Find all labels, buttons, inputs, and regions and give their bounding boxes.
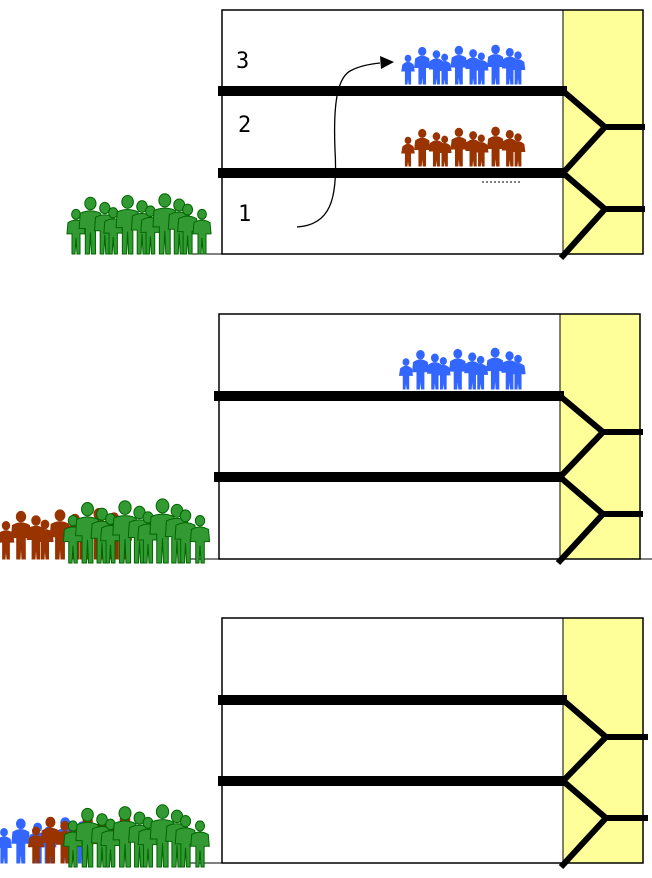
person-icon (474, 134, 489, 167)
panel-1: 3 2 1 (66, 9, 645, 261)
stair-flight-middle (558, 124, 645, 212)
person-icon (487, 126, 505, 167)
person-icon (414, 46, 431, 85)
crowd-blue (401, 44, 526, 85)
stair-flight-middle (558, 734, 648, 821)
crowd-green (62, 498, 211, 564)
person-icon (189, 514, 211, 564)
person-icon (486, 347, 505, 390)
arrow-head-icon (380, 56, 394, 69)
person-icon (11, 818, 31, 864)
crowd-green (63, 804, 210, 868)
person-icon (487, 44, 505, 85)
person-icon (401, 136, 415, 167)
floor-label-2: 2 (238, 113, 251, 138)
floor-label-1: 1 (238, 202, 251, 227)
person-icon (510, 133, 526, 167)
person-icon (450, 45, 468, 85)
stair-flight-lower (558, 815, 609, 870)
person-icon (0, 521, 15, 560)
person-icon (414, 128, 431, 167)
person-icon (449, 348, 467, 390)
person-icon (10, 510, 32, 560)
person-icon (40, 816, 61, 864)
person-icon (510, 51, 526, 85)
person-icon (0, 827, 12, 864)
person-icon (190, 820, 210, 868)
stair-flight-lower (555, 511, 606, 566)
crowd-red (401, 126, 526, 167)
crowd-green (66, 193, 212, 255)
person-icon (450, 127, 468, 167)
person-icon (174, 815, 197, 868)
building-outline (221, 617, 644, 864)
person-icon (510, 354, 526, 390)
person-icon (473, 355, 489, 390)
person-icon (192, 208, 212, 255)
panel-3 (0, 617, 648, 870)
person-icon (177, 203, 199, 255)
person-icon (27, 826, 45, 864)
move-arrow (296, 62, 381, 228)
stair-flight-lower (558, 206, 608, 261)
person-icon (398, 358, 414, 390)
crowd-blue (398, 347, 526, 390)
floor-label-3: 3 (236, 49, 249, 74)
stair-flight-middle (555, 429, 643, 517)
person-icon (411, 350, 429, 390)
person-icon (474, 52, 489, 85)
person-icon (436, 357, 451, 390)
person-icon (437, 53, 452, 85)
person-icon (401, 54, 415, 85)
person-icon (437, 135, 452, 167)
building-outline (218, 313, 641, 560)
building-outline (221, 9, 644, 255)
panel-2 (0, 313, 652, 566)
